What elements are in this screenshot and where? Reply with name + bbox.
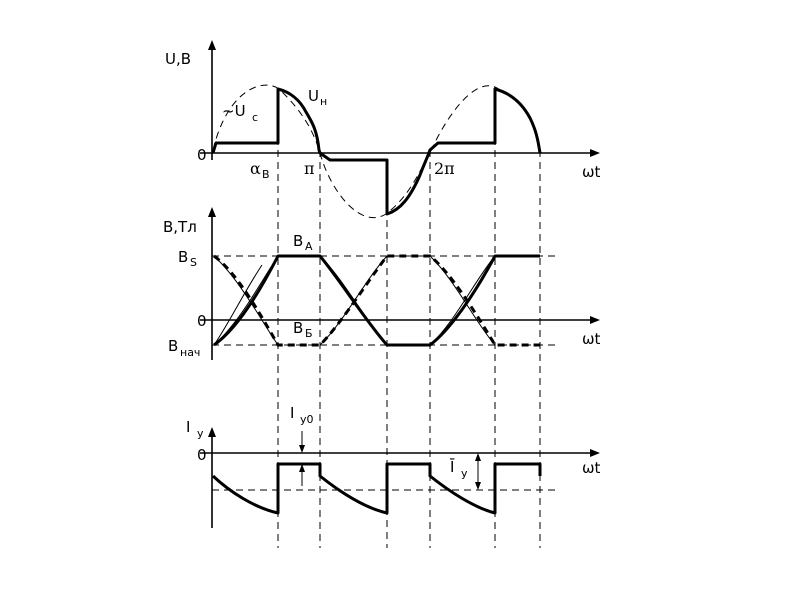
iy0-arrowhead-bottom [299, 464, 305, 472]
voltage-y-arrow [208, 40, 216, 50]
bb-curve [213, 254, 540, 347]
two-pi-label: 2π [434, 159, 455, 178]
bb-sub: Б [305, 327, 313, 340]
iy-avg-arrowhead-bottom [475, 482, 481, 490]
ba-curve [213, 254, 540, 347]
flux-panel: B,Тл 0 ωt B S B нач B A B Б [163, 207, 601, 360]
current-zero-label: 0 [197, 446, 207, 464]
voltage-omega-t-label: ωt [582, 163, 601, 181]
bb-label: B [293, 319, 303, 337]
source-voltage-sub: c [252, 111, 258, 124]
flux-x-arrow [590, 316, 600, 324]
bs-sub: S [190, 256, 197, 269]
control-current-curve [211, 462, 542, 515]
bs-label: B [178, 248, 188, 266]
iy0-label: I [290, 404, 294, 422]
ba-sub: A [305, 240, 313, 253]
bnach-label: B [168, 337, 178, 355]
voltage-x-arrow [590, 149, 600, 157]
iy0-sub: y0 [300, 413, 314, 426]
current-y-arrow [208, 427, 216, 437]
iy-avg-arrowhead-top [475, 453, 481, 461]
thin-curve-2 [213, 264, 263, 346]
thin-curve-1 [213, 255, 279, 346]
current-panel: I y 0 ωt I y0 Ī y [186, 404, 601, 528]
alpha-b-sub: B [262, 168, 270, 181]
voltage-zero-label: 0 [197, 146, 207, 164]
time-guide-lines [277, 90, 541, 548]
ba-label: B [293, 232, 303, 250]
voltage-axis-label: U,B [165, 50, 191, 68]
load-voltage-label: U [308, 87, 319, 105]
load-voltage-curve [211, 87, 542, 216]
iy-avg-sub: y [461, 467, 468, 480]
current-omega-t-label: ωt [582, 459, 601, 477]
current-x-arrow [590, 449, 600, 457]
flux-y-arrow [208, 207, 216, 217]
alpha-b-label: α [250, 159, 261, 178]
current-axis-sub: y [197, 427, 204, 440]
current-axis-label: I [186, 418, 190, 436]
pi-label: π [304, 159, 315, 178]
flux-omega-t-label: ωt [582, 330, 601, 348]
flux-zero-label: 0 [197, 312, 207, 330]
voltage-panel: U,B 0 ωt ~U c U н α B π 2π [165, 40, 601, 219]
flux-axis-label: B,Тл [163, 218, 197, 236]
iy0-arrowhead-top [299, 445, 305, 453]
source-voltage-curve [212, 84, 501, 219]
bnach-sub: нач [180, 346, 200, 359]
thin-curve-3 [213, 255, 279, 346]
source-voltage-label: ~U [222, 102, 246, 120]
iy-avg-label: Ī [450, 458, 455, 476]
load-voltage-sub: н [320, 95, 327, 108]
